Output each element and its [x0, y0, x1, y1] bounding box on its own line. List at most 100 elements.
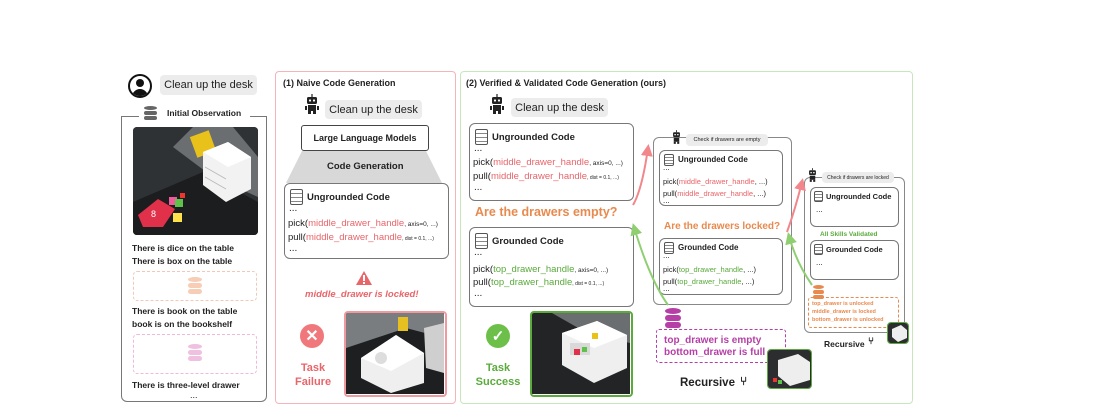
naive-code-dots: ...	[289, 203, 298, 214]
code-dots: ...	[474, 288, 483, 299]
naive-code-dots-2: ...	[289, 243, 298, 254]
document-icon	[475, 129, 488, 145]
observation-panel	[121, 116, 267, 402]
recursive-image-2	[887, 322, 909, 344]
code-dots: ...	[474, 143, 483, 154]
code-fn: pull(	[473, 277, 491, 288]
robot-icon	[489, 94, 505, 114]
code-dots: ...	[663, 251, 670, 260]
naive-title: (1) Naive Code Generation	[283, 78, 396, 88]
code-rest: , ...)	[754, 177, 768, 186]
database-icon	[665, 308, 681, 328]
recursion-2-answer-box	[808, 297, 899, 328]
code-arg: middle_drawer_handle	[493, 157, 590, 168]
fact-5: There is three-level drawer	[132, 380, 240, 390]
ours-prompt: Clean up the desk	[511, 98, 608, 117]
recursive-label-1: Recursive	[680, 377, 735, 389]
document-icon	[814, 244, 823, 255]
fact-ellipsis: ...	[190, 390, 198, 400]
recursion-1-g-line-2: pull(top_drawer_handle, ...)	[663, 277, 754, 286]
recursion-1-g-line-1: pick(top_drawer_handle, ...)	[663, 265, 756, 274]
recursion-2-prompt: Check if drawers are locked	[822, 172, 894, 183]
llm-funnel	[286, 151, 442, 183]
document-icon	[664, 154, 674, 166]
document-icon	[475, 233, 488, 249]
naive-code-title: Ungrounded Code	[307, 192, 390, 203]
fact-3: There is book on the table	[132, 306, 238, 316]
question-locked: Are the drawers locked?	[664, 221, 781, 232]
naive-code-line-2: pull(middle_drawer_handle, dist = 0.1, .…	[288, 232, 434, 243]
code-arg: top_drawer_handle	[678, 265, 744, 274]
user-prompt: Clean up the desk	[160, 75, 257, 95]
code-dots: ...	[663, 284, 670, 293]
branch-icon: ⑂	[868, 336, 874, 347]
r2-answer-3: bottom_drawer is unlocked	[812, 317, 884, 323]
recursion-2-ungrounded-title: Ungrounded Code	[826, 192, 892, 201]
code-fn: pick(	[663, 177, 679, 186]
code-dots: ...	[816, 205, 823, 214]
code-rest: , axis=0, ...)	[404, 221, 438, 228]
code-fn: pick(	[288, 218, 309, 229]
code-arg: middle_drawer_handle	[677, 189, 754, 198]
recursion-1-prompt: Check if drawers are empty	[686, 134, 768, 146]
fact-1: There is dice on the table	[132, 243, 235, 253]
recursive-label-2: Recursive	[824, 339, 865, 349]
code-arg: top_drawer_handle	[677, 277, 742, 286]
ours-ungrounded-line-1: pick(middle_drawer_handle, axis=0, ...)	[473, 157, 623, 168]
fact-placeholder-2	[133, 334, 257, 374]
svg-text:8: 8	[151, 209, 156, 219]
code-dots: ...	[663, 196, 670, 205]
naive-code-line-1: pick(middle_drawer_handle, axis=0, ...)	[288, 218, 438, 229]
code-fn: pick(	[473, 157, 494, 168]
success-image	[530, 311, 633, 397]
fact-2: There is box on the table	[132, 256, 233, 266]
ours-ungrounded-line-2: pull(middle_drawer_handle, dist = 0.1, .…	[473, 171, 619, 182]
branch-icon: ⑂	[740, 374, 748, 388]
code-fn: pull(	[663, 189, 678, 198]
answer-line-2: bottom_drawer is full	[664, 347, 766, 358]
recursive-image-1	[767, 349, 812, 389]
database-icon	[188, 344, 202, 362]
code-rest: , ...)	[743, 265, 756, 274]
ours-panel	[460, 71, 913, 404]
ours-ungrounded-box	[469, 123, 634, 201]
code-fn: pull(	[288, 232, 306, 243]
code-dots: ...	[474, 247, 483, 258]
warning-text: middle_drawer is locked!	[305, 289, 419, 300]
ours-title: (2) Verified & Validated Code Generation…	[466, 78, 667, 88]
naive-panel	[275, 71, 456, 404]
fact-4: book is on the bookshelf	[132, 319, 233, 329]
llm-box: Large Language Models	[301, 125, 429, 151]
code-rest: , axis=0, ...)	[574, 267, 609, 274]
warning-icon	[356, 271, 372, 285]
ours-grounded-line-2: pull(top_drawer_handle, dist = 0.1, ...)	[473, 277, 604, 288]
robot-icon	[807, 168, 818, 182]
recursion-1-ungrounded	[659, 150, 783, 206]
ours-grounded-title: Grounded Code	[492, 236, 564, 247]
failure-label: Task Failure	[295, 362, 332, 388]
recursion-1-ungrounded-title: Ungrounded Code	[678, 155, 748, 164]
recursion-2-grounded	[810, 240, 899, 280]
naive-prompt: Clean up the desk	[325, 100, 422, 119]
user-avatar-icon	[128, 74, 152, 98]
document-icon	[814, 191, 823, 202]
recursion-1-grounded-title: Grounded Code	[678, 243, 739, 252]
code-rest: , dist = 0.1, ...)	[587, 175, 619, 181]
answer-box	[656, 329, 786, 363]
naive-code-box	[284, 183, 449, 259]
database-icon	[144, 106, 157, 121]
recursion-1-u-line-1: pick(middle_drawer_handle, ...)	[663, 177, 768, 186]
success-label: Task Success	[475, 362, 521, 388]
code-arg: middle_drawer_handle	[490, 171, 588, 182]
initial-observation-image: 8	[133, 127, 258, 235]
code-arg: top_drawer_handle	[493, 264, 575, 275]
question-empty: Are the drawers empty?	[475, 205, 618, 219]
r2-answer-2: middle_drawer is locked	[812, 309, 876, 315]
failure-icon: ✕	[300, 324, 324, 348]
code-rest: , dist = 0.1, ...)	[572, 281, 605, 287]
r2-answer-1: top_drawer is unlocked	[812, 301, 874, 307]
code-fn: pull(	[663, 277, 678, 286]
robot-icon	[304, 94, 320, 114]
code-arg: top_drawer_handle	[490, 277, 573, 288]
code-rest: , dist = 0.1, ...)	[402, 236, 434, 242]
